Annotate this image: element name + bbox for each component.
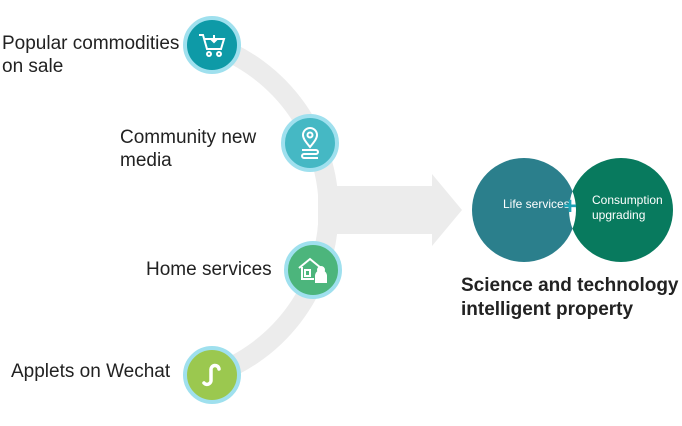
label-community-media: Community new media [120, 127, 257, 171]
venn-right-circle [569, 158, 673, 262]
plus-icon: + [563, 193, 578, 220]
result-title: Science and technology intelligent prope… [461, 275, 679, 320]
home-service-icon [284, 241, 342, 299]
label-applets-wechat: Applets on Wechat [11, 361, 171, 382]
label-home-services: Home services [146, 259, 272, 280]
mini-program-icon [183, 346, 241, 404]
venn-left-label: Life services [503, 197, 570, 211]
location-pin-icon [281, 114, 339, 172]
venn-right-label: Consumption upgrading [592, 193, 663, 222]
venn-left-circle [472, 158, 576, 262]
cart-icon [183, 16, 241, 74]
label-popular-commodities: Popular commodities on sale [2, 33, 180, 77]
